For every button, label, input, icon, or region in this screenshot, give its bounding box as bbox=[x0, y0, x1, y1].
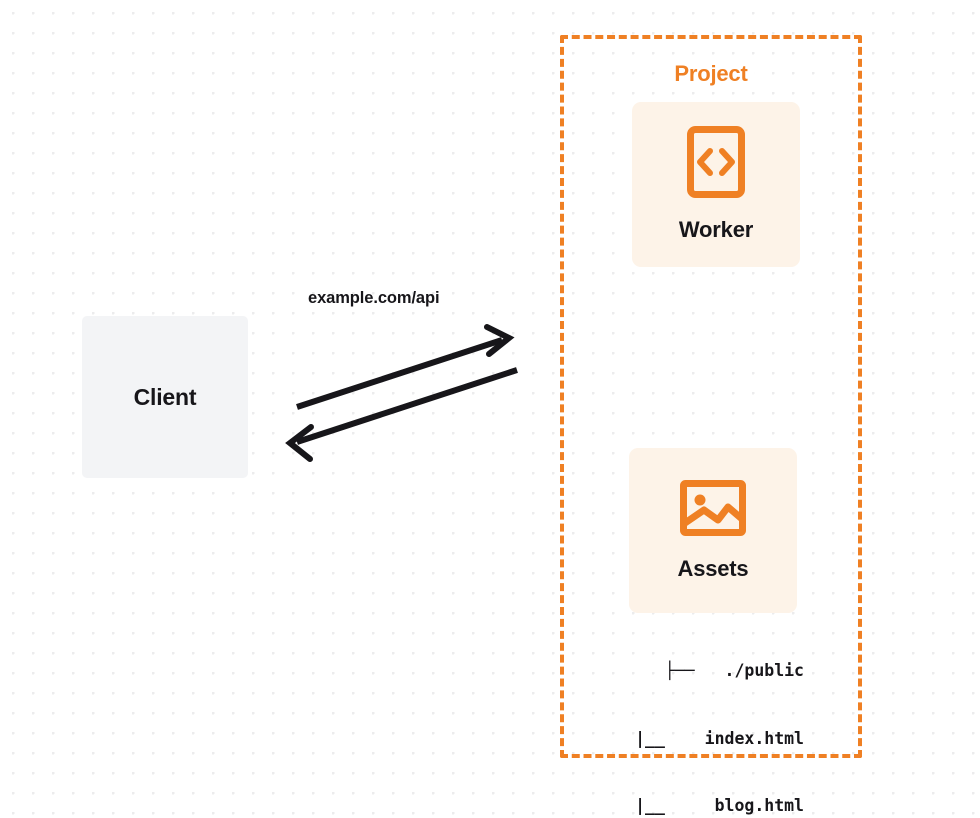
request-arrow-icon bbox=[296, 324, 515, 410]
file-tree-row-blog: |__ blog.html bbox=[615, 796, 804, 815]
worker-card-label: Worker bbox=[678, 217, 754, 242]
assets-card[interactable]: Assets bbox=[629, 448, 797, 613]
file-tree-row-index: |__ index.html bbox=[615, 728, 804, 748]
client-node[interactable]: Client bbox=[82, 316, 248, 478]
file-tree-row-root: ├── ./public bbox=[664, 661, 804, 680]
client-label: Client bbox=[133, 383, 197, 410]
assets-card-label: Assets bbox=[677, 556, 749, 581]
code-brackets-icon bbox=[687, 126, 745, 203]
response-arrow-icon bbox=[285, 367, 518, 462]
project-title: Project bbox=[667, 61, 755, 87]
assets-file-tree: ├── ./public |__ index.html |__ blog.htm… bbox=[608, 615, 804, 818]
connection-label: example.com/api bbox=[308, 289, 440, 307]
worker-card[interactable]: Worker bbox=[632, 102, 800, 267]
project-container: Project bbox=[560, 35, 862, 758]
image-landscape-icon bbox=[680, 479, 746, 542]
